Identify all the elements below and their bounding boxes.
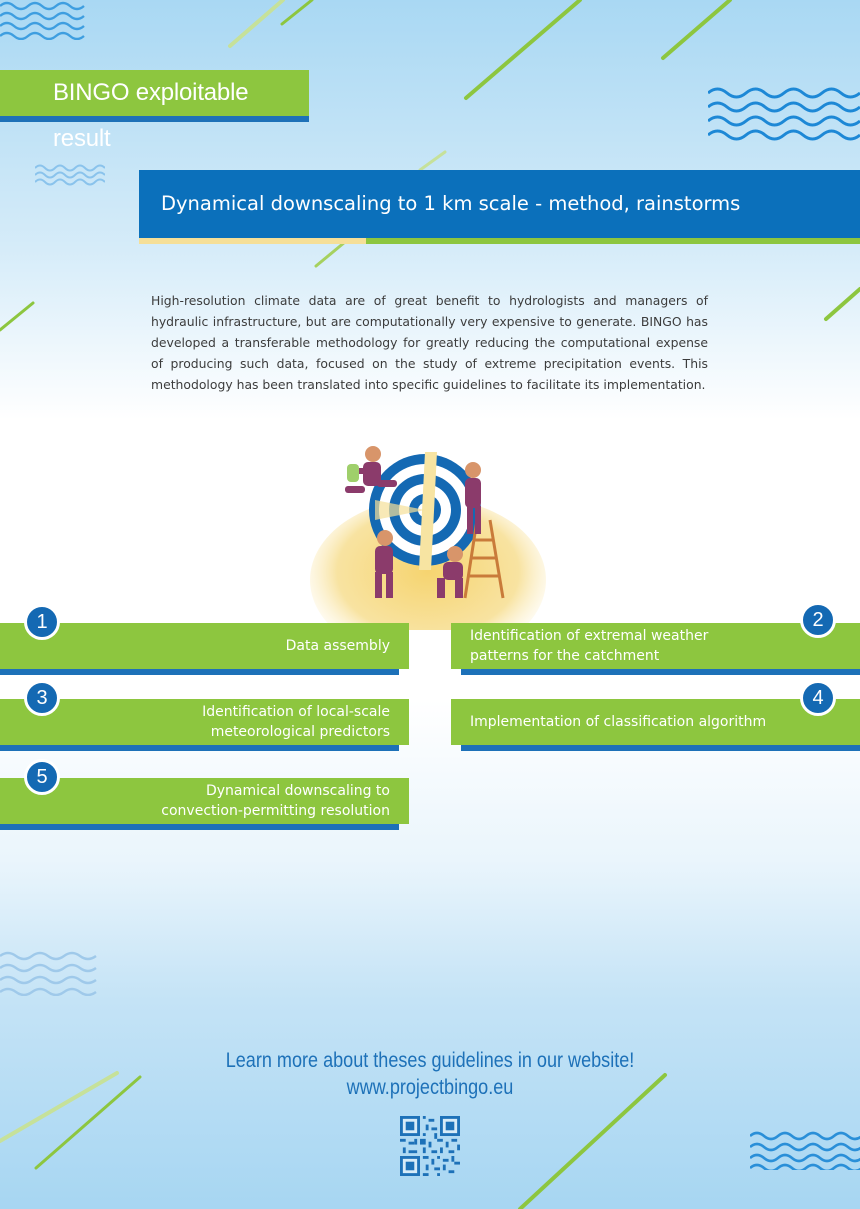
step-1-bar: Data assembly [0, 623, 409, 669]
wave-icon [750, 1131, 860, 1170]
wave-icon [35, 164, 105, 186]
step-2-bar: Identification of extremal weather patte… [451, 623, 860, 669]
step-2-underline [461, 669, 860, 675]
step-5-number: 5 [24, 759, 60, 795]
wave-icon [708, 87, 860, 141]
website-link[interactable]: www.projectbingo.eu [346, 1076, 514, 1099]
step-5-bar: Dynamical downscaling to convection-perm… [0, 778, 409, 824]
step-3-number: 3 [24, 680, 60, 716]
step-5-underline [0, 824, 399, 830]
team-target-illustration [310, 446, 546, 630]
step-3-bar: Identification of local-scale meteorolog… [0, 699, 409, 745]
header-tag-label: BINGO exploitable result [53, 79, 249, 152]
banner-accent-yellow [139, 238, 366, 244]
step-2-number: 2 [800, 602, 836, 638]
footer-cta: Learn more about theses guidelines in ou… [0, 1047, 860, 1101]
intro-paragraph: High-resolution climate data are of grea… [151, 293, 708, 392]
step-1-label: Data assembly [285, 638, 390, 654]
step-2-label: Identification of extremal weather patte… [470, 628, 709, 664]
wave-icon [0, 951, 97, 996]
step-1-number: 1 [24, 604, 60, 640]
step-3-underline [0, 745, 399, 751]
step-1-underline [0, 669, 399, 675]
page-title: Dynamical downscaling to 1 km scale - me… [139, 170, 860, 238]
wave-icon [0, 1, 85, 40]
header-tag-underline [0, 116, 309, 122]
header-tag: BINGO exploitable result [0, 70, 309, 152]
step-5-label: Dynamical downscaling to convection-perm… [161, 783, 390, 819]
banner-accent-green [366, 238, 860, 244]
step-4-label: Implementation of classification algorit… [470, 714, 767, 730]
qr-code-icon[interactable] [400, 1116, 460, 1176]
step-4-underline [461, 745, 860, 751]
step-3-label: Identification of local-scale meteorolog… [202, 704, 390, 740]
step-4-bar: Implementation of classification algorit… [451, 699, 860, 745]
footer-cta-text: Learn more about theses guidelines in ou… [225, 1049, 635, 1072]
step-4-number: 4 [800, 680, 836, 716]
